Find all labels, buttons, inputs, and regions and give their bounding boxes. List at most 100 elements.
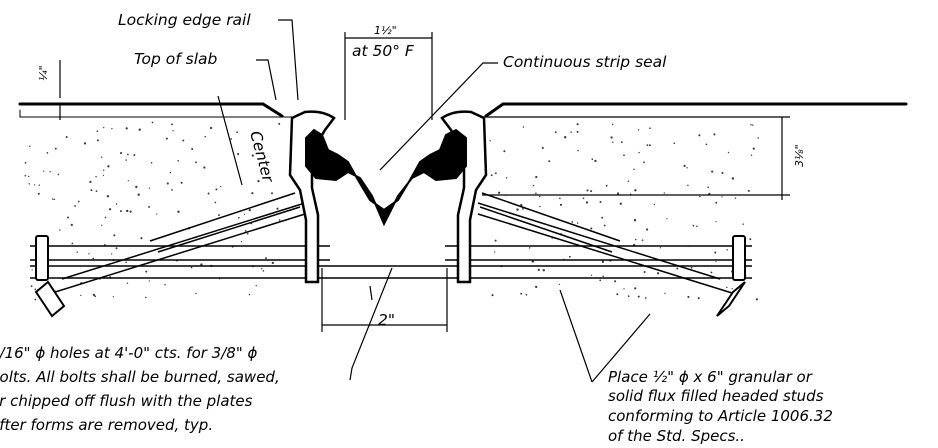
concrete-stipple-dot xyxy=(166,182,169,185)
concrete-stipple-dot xyxy=(113,234,116,237)
concrete-stipple-dot xyxy=(611,123,614,126)
concrete-stipple-dot xyxy=(112,296,115,298)
concrete-stipple-dot xyxy=(271,261,274,265)
concrete-stipple-dot xyxy=(714,251,717,254)
concrete-stipple-dot xyxy=(74,205,77,207)
concrete-stipple-dot xyxy=(248,208,251,212)
bolt-holes-note: 1/16" ϕ holes at 4'-0" cts. for 3/8" ϕ b… xyxy=(0,344,280,434)
concrete-stipple-dot xyxy=(94,295,97,298)
concrete-stipple-dot xyxy=(148,205,151,208)
concrete-stipple-dot xyxy=(491,294,494,297)
bolt-holes-note-line: or chipped off flush with the plates xyxy=(0,392,253,410)
concrete-stipple-dot xyxy=(656,272,660,275)
concrete-stipple-dot xyxy=(721,196,723,198)
concrete-stipple-dot xyxy=(106,195,110,198)
concrete-stipple-dot xyxy=(37,192,40,195)
concrete-stipple-dot xyxy=(43,170,45,172)
concrete-stipple-dot xyxy=(614,280,617,283)
concrete-stipple-dot xyxy=(261,268,263,270)
concrete-stipple-dot xyxy=(120,210,122,213)
concrete-stipple-dot xyxy=(705,143,708,146)
concrete-stipple-dot xyxy=(127,180,129,182)
concrete-stipple-dot xyxy=(649,127,651,130)
concrete-stipple-dot xyxy=(648,144,651,147)
concrete-stipple-dot xyxy=(610,136,613,139)
concrete-stipple-dot xyxy=(612,141,614,143)
concrete-stipple-dot xyxy=(490,174,493,177)
concrete-stipple-dot xyxy=(641,239,644,242)
concrete-stipple-dot xyxy=(145,270,148,273)
concrete-stipple-dot xyxy=(257,179,260,183)
concrete-stipple-dot xyxy=(177,210,180,213)
concrete-stipple-dot xyxy=(148,187,150,189)
concrete-stipple-dot xyxy=(653,203,656,206)
concrete-stipple-dot xyxy=(577,149,579,152)
concrete-stipple-dot xyxy=(646,228,649,231)
concrete-stipple-dot xyxy=(571,221,574,223)
concrete-stipple-dot xyxy=(505,177,508,179)
concrete-stipple-dot xyxy=(111,127,113,130)
concrete-stipple-dot xyxy=(726,286,728,289)
concrete-stipple-dot xyxy=(757,137,759,139)
continuous-strip-seal-label: Continuous strip seal xyxy=(503,53,667,71)
concrete-stipple-dot xyxy=(172,130,174,132)
concrete-stipple-dot xyxy=(750,154,753,156)
concrete-stipple-dot xyxy=(77,200,80,203)
slab-edges xyxy=(18,102,908,118)
concrete-stipple-dot xyxy=(755,298,759,301)
concrete-stipple-dot xyxy=(53,198,56,201)
concrete-stipple-dot xyxy=(708,192,711,195)
concrete-stipple-dot xyxy=(616,192,620,195)
concrete-stipple-dot xyxy=(747,189,750,192)
concrete-stipple-dot xyxy=(251,154,254,157)
concrete-stipple-dot xyxy=(27,175,30,178)
concrete-stipple-dot xyxy=(236,131,238,134)
concrete-stipple-dot xyxy=(599,200,602,204)
concrete-stipple-dot xyxy=(590,227,593,230)
concrete-stipple-dot xyxy=(24,174,27,177)
concrete-stipple-dot xyxy=(265,257,268,260)
concrete-stipple-dot xyxy=(699,195,701,198)
concrete-stipple-dot xyxy=(559,197,561,200)
concrete-stipple-dot xyxy=(195,292,197,295)
concrete-stipple-dot xyxy=(638,151,640,154)
concrete-stipple-dot xyxy=(590,190,593,193)
top-of-slab-label: Top of slab xyxy=(134,50,218,68)
concrete-stipple-dot xyxy=(599,279,602,282)
headed-studs-note: Place ½" ϕ x 6" granular or solid flux f… xyxy=(608,368,833,445)
concrete-stipple-dot xyxy=(49,171,51,173)
concrete-stipple-dot xyxy=(494,239,497,242)
concrete-stipple-dot xyxy=(687,184,689,187)
concrete-stipple-dot xyxy=(586,189,589,192)
concrete-stipple-dot xyxy=(76,251,79,253)
concrete-stipple-dot xyxy=(96,130,99,133)
concrete-stipple-dot xyxy=(101,224,103,226)
headed-studs-note-line: Place ½" ϕ x 6" granular or xyxy=(608,368,813,386)
concrete-stipple-dot xyxy=(635,238,637,241)
concrete-stipple-dot xyxy=(749,238,752,241)
concrete-stipple-dot xyxy=(29,145,31,148)
concrete-stipple-dot xyxy=(51,198,54,200)
concrete-stipple-dot xyxy=(538,195,541,198)
concrete-stipple-dot xyxy=(129,210,132,213)
concrete-stipple-dot xyxy=(637,295,640,298)
concrete-stipple-dot xyxy=(31,269,33,271)
concrete-stipple-dot xyxy=(65,136,68,138)
concrete-stipple-dot xyxy=(92,293,96,297)
headed-studs-note-line: solid flux filled headed studs xyxy=(608,387,824,405)
concrete-stipple-dot xyxy=(742,223,744,225)
concrete-stipple-dot xyxy=(111,253,113,255)
concrete-stipple-dot xyxy=(88,253,90,255)
concrete-stipple-dot xyxy=(525,293,528,296)
concrete-stipple-dot xyxy=(204,135,206,138)
concrete-stipple-dot xyxy=(634,287,637,290)
concrete-stipple-dot xyxy=(57,173,60,176)
concrete-stipple-dot xyxy=(165,137,168,140)
concrete-stipple-dot xyxy=(28,183,31,185)
concrete-stipple-dot xyxy=(169,171,172,174)
concrete-stipple-dot xyxy=(633,219,637,222)
concrete-stipple-dot xyxy=(135,185,138,189)
concrete-stipple-dot xyxy=(715,220,717,223)
concrete-stipple-dot xyxy=(34,288,37,291)
